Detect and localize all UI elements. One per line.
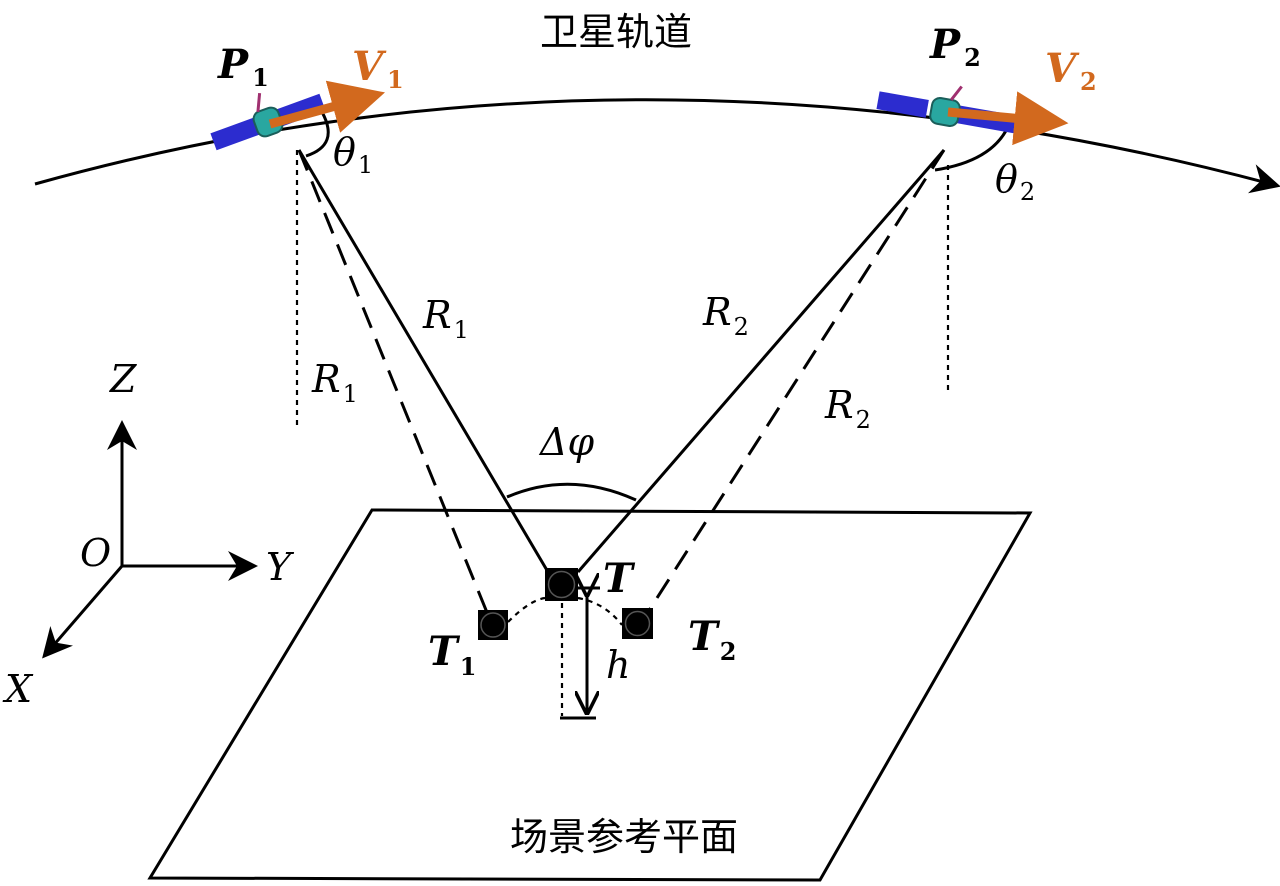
axis-origin-label: O	[80, 531, 111, 575]
target-t	[545, 568, 578, 601]
theta1-arc	[305, 111, 330, 158]
r1-dashed-label: R1	[311, 357, 358, 408]
target-t1-label: T1	[428, 628, 476, 681]
theta1-label: θ1	[333, 130, 373, 179]
target-t2	[622, 608, 653, 639]
velocity-arrow-2	[947, 91, 1069, 146]
r2-dashed-label: R2	[824, 383, 871, 434]
r1-solid-label: R1	[422, 293, 469, 344]
scene-plane-label: 场景参考平面	[510, 815, 738, 859]
delta-phi-label: Δφ	[538, 420, 594, 464]
satellite-2	[876, 85, 1069, 146]
axis-z-label: Z	[109, 357, 137, 401]
orbit-label: 卫星轨道	[540, 10, 692, 54]
target-t1	[478, 610, 508, 640]
satellite-1	[210, 80, 386, 151]
target-dotted-curve	[507, 596, 546, 623]
range-line-r1-dashed	[297, 149, 490, 616]
theta2-label: θ2	[995, 157, 1035, 206]
scene-reference-plane	[147, 508, 1033, 882]
target-dotted-curve-2	[577, 596, 623, 626]
range-line-r2	[576, 149, 946, 573]
x-axis	[42, 565, 124, 659]
range-line-r1	[297, 149, 550, 573]
r2-solid-label: R2	[702, 290, 749, 341]
velocity-arrow-1	[268, 80, 386, 133]
axis-y-label: Y	[266, 545, 295, 589]
delta-phi-arc	[506, 482, 637, 502]
satellite-2-icon	[876, 85, 1018, 134]
satellite-1-icon	[210, 92, 326, 151]
height-label: h	[606, 643, 630, 687]
target-t2-label: T2	[688, 613, 736, 666]
target-t-label: T	[603, 555, 636, 602]
axis-x-label: X	[2, 667, 34, 711]
range-line-r2-dashed	[646, 149, 946, 613]
